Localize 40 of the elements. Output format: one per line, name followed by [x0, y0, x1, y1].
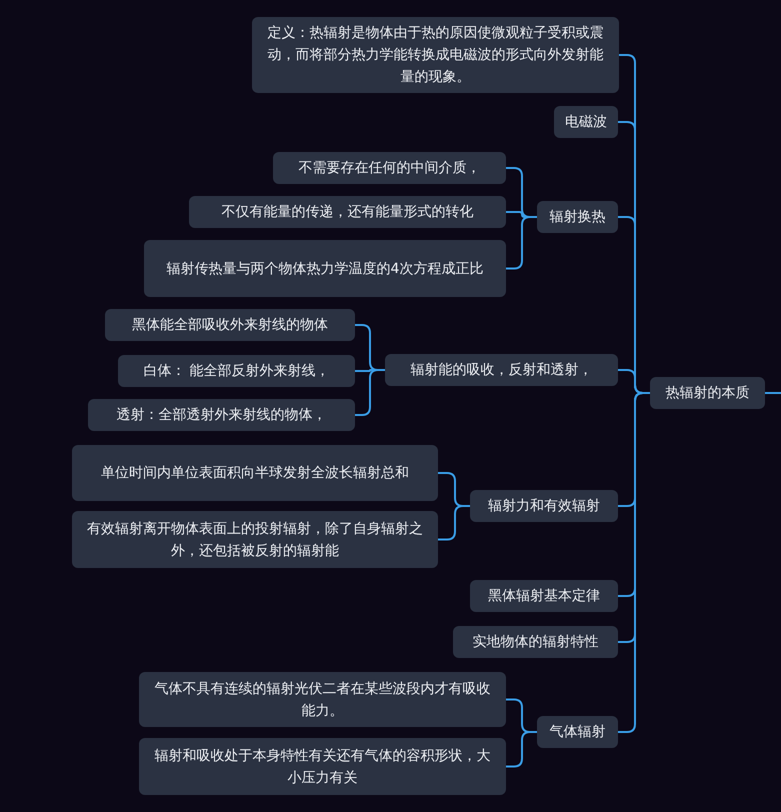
topic-text: 热辐射的本质 [666, 384, 750, 403]
topic-box [554, 106, 618, 138]
connector-line [765, 392, 781, 394]
topic-text: 辐射传热量与两个物体热力学温度的4次方程成正比 [166, 260, 484, 278]
topic-text: 辐射换热 [550, 208, 606, 227]
topic-box [537, 201, 618, 233]
topic-text: 不仅有能量的传递，还有能量形式的转化 [222, 203, 474, 222]
topic-box [118, 355, 355, 387]
topic-box [189, 196, 506, 228]
topic-box [72, 511, 438, 568]
topic-box [139, 738, 506, 795]
topic-box [252, 17, 619, 93]
topic-box [139, 672, 506, 727]
root-topic-box [650, 377, 765, 409]
topic-box [144, 240, 506, 297]
topic-text: 透射：全部透射外来射线的物体， [116, 406, 326, 425]
topic-text: 白体： 能全部反射外来射线， [143, 362, 330, 381]
topic-box [470, 490, 618, 522]
topic-box [273, 152, 506, 184]
topic-text: 电磁波 [565, 113, 607, 132]
topic-box [105, 309, 355, 341]
topic-box [88, 399, 355, 431]
topic-text: 单位时间内单位表面积向半球发射全波长辐射总和 [101, 464, 409, 483]
topic-box [385, 354, 618, 386]
topic-text: 有效辐射离开物体表面上的投射辐射，除了自身辐射之外，还包括被反射的辐射能 [86, 520, 424, 560]
connector-line [618, 392, 650, 733]
topic-text: 定义：热辐射是物体由于热的原因使微观粒子受积或震动，而将部分热力学能转换成电磁波的形式向外发射能量的现象。 [266, 24, 604, 87]
topic-box [453, 626, 618, 658]
topic-text: 不需要存在任何的中间介质， [298, 159, 480, 178]
topic-text: 气体辐射 [550, 723, 606, 742]
topic-text: 实地物体的辐射特性 [472, 633, 598, 652]
topic-text: 黑体辐射基本定律 [488, 587, 600, 606]
topic-box [537, 716, 618, 748]
topic-box [470, 580, 618, 612]
topic-text: 黑体能全部吸收外来射线的物体 [132, 316, 328, 335]
topic-text: 辐射和吸收处于本身特性有关还有气体的容积形状，大小压力有关 [154, 746, 492, 788]
topic-text: 辐射能的吸收，反射和透射， [410, 361, 592, 380]
topic-box [72, 445, 438, 501]
topic-text: 辐射力和有效辐射 [488, 497, 600, 516]
topic-text: 气体不具有连续的辐射光伏二者在某些波段内才有吸收能力。 [154, 680, 492, 720]
